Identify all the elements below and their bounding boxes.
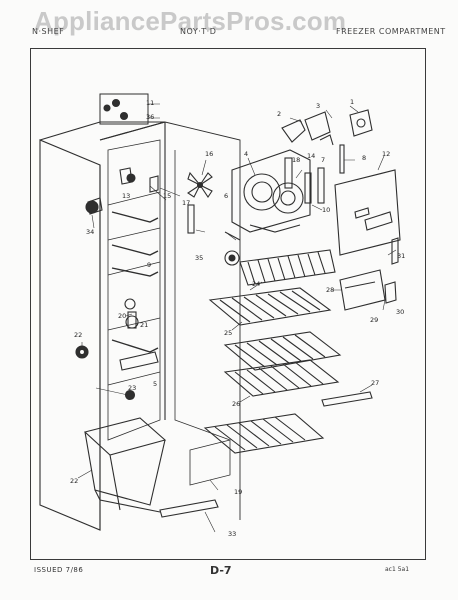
callout-35: 35 (195, 254, 203, 262)
callout-34: 34 (86, 228, 94, 236)
cabinet-left-wall (39, 139, 101, 531)
callout-28: 28 (326, 286, 334, 294)
callout-4: 4 (244, 150, 248, 158)
bracket-3 (304, 111, 331, 141)
callout-27: 27 (371, 379, 379, 387)
basket-22 (83, 417, 167, 513)
callout-13: 13 (122, 192, 130, 200)
callout-21: 21 (140, 321, 148, 329)
header-model-text: N·SHEF (32, 27, 65, 36)
callout-14: 14 (307, 152, 315, 160)
wire-shelf-26a (223, 359, 340, 397)
hinge-inset-box (99, 93, 149, 125)
callout-6: 6 (224, 192, 228, 200)
doc-code: ac1 5a1 (385, 566, 410, 573)
callout-8: 8 (362, 154, 366, 162)
wire-shelf-25b (223, 331, 342, 371)
callout-30: 30 (396, 308, 404, 316)
page-number: D-7 (210, 564, 232, 577)
callout-9: 9 (147, 261, 151, 269)
callout-18: 18 (292, 156, 300, 164)
diagram-frame (30, 48, 426, 560)
callout-17: 17 (182, 199, 190, 207)
callout-29: 29 (370, 316, 378, 324)
trim-strip-33 (159, 499, 219, 518)
callout-36: 36 (146, 113, 154, 121)
thermostat-tube (284, 157, 293, 189)
header-series-text: NOY·T·D (180, 27, 217, 36)
trim-strip-27 (321, 391, 373, 407)
callout-1: 1 (350, 98, 354, 106)
callout-22a: 22 (74, 331, 82, 339)
callout-31: 31 (397, 252, 405, 260)
wire-shelf-26b (203, 413, 325, 454)
callout-24: 24 (252, 280, 260, 288)
callout-10: 10 (322, 206, 330, 214)
callout-2: 2 (277, 110, 281, 118)
callout-19: 19 (234, 488, 242, 496)
callout-7: 7 (321, 156, 325, 164)
callout-25: 25 (224, 329, 232, 337)
watermark: AppliancePartsPros.com (34, 6, 347, 36)
header-section-title: FREEZER COMPARTMENT (336, 27, 446, 36)
callout-3: 3 (316, 102, 320, 110)
fan-blade (187, 171, 213, 198)
rear-panel-12 (334, 169, 401, 256)
wire-shelf-24 (239, 249, 336, 286)
drawer-housing-29 (339, 269, 386, 311)
evaporator-housing (231, 149, 311, 233)
callout-22b: 22 (70, 477, 78, 485)
callout-33: 33 (228, 530, 236, 538)
wire-shelf-25a (208, 287, 332, 326)
control-knob-1 (349, 109, 373, 137)
callout-12: 12 (382, 150, 390, 158)
light-35 (224, 250, 240, 266)
callout-23: 23 (128, 384, 136, 392)
callout-16: 16 (205, 150, 213, 158)
callout-26: 26 (232, 400, 240, 408)
cabinet-top-edge (39, 121, 166, 141)
callout-20: 20 (118, 312, 126, 320)
callout-5: 5 (153, 380, 157, 388)
bracket-2 (281, 119, 306, 143)
callout-15: 15 (163, 192, 171, 200)
callout-11: 11 (146, 99, 154, 107)
issued-date: ISSUED 7/86 (34, 566, 84, 574)
